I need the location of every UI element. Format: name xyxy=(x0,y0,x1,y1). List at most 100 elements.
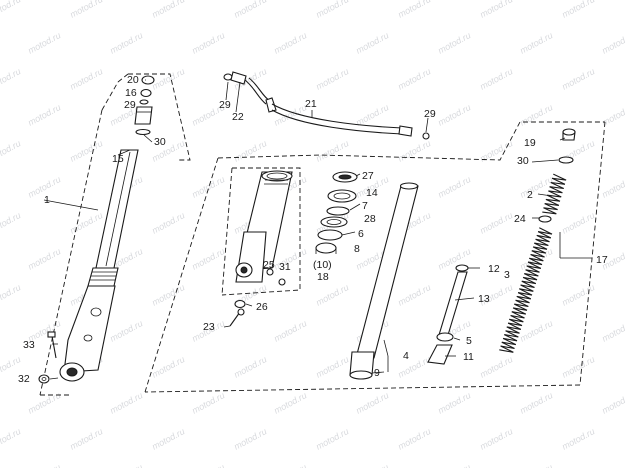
watermark-text: motod.ru xyxy=(26,102,62,128)
label-part-33: 33 xyxy=(23,339,35,351)
spring-coil xyxy=(511,311,525,319)
label-part-6: 6 xyxy=(358,228,364,240)
spring-coil xyxy=(500,345,515,350)
watermark-text: motod.ru xyxy=(560,426,596,452)
watermark-text: motod.ru xyxy=(0,66,22,92)
watermark-text: motod.ru xyxy=(150,426,186,452)
label-part-32: 32 xyxy=(18,373,30,385)
watermark-text: motod.ru xyxy=(0,0,22,20)
label-part-3: 3 xyxy=(504,269,510,281)
watermark-text: motod.ru xyxy=(600,462,625,468)
label-part-29-top: 29 xyxy=(124,99,136,111)
part-labels: 1 15 20 16 29 30 29 22 21 29 19 30 2 24 … xyxy=(18,74,608,385)
spring-coil xyxy=(520,284,534,292)
spring-coil xyxy=(509,318,524,323)
spring-coil xyxy=(536,234,551,239)
fork-leg-assembly xyxy=(38,75,155,384)
spring-coil xyxy=(513,307,528,311)
watermark-text: motod.ru xyxy=(600,30,625,56)
watermark-text: motod.ru xyxy=(436,102,472,128)
spring-coil xyxy=(539,227,553,235)
spring-coil xyxy=(545,198,561,202)
spring-coil xyxy=(512,307,527,315)
label-part-25: 25 xyxy=(263,259,275,271)
watermark-text: motod.ru xyxy=(600,318,625,344)
spring-coil xyxy=(544,203,559,206)
damper-rod xyxy=(427,264,469,365)
watermark-text: motod.ru xyxy=(478,0,514,20)
watermark-text: motod.ru xyxy=(0,282,22,308)
watermark-text: motod.ru xyxy=(150,282,186,308)
label-part-31: 31 xyxy=(279,261,291,273)
watermark-text: motod.ru xyxy=(436,462,472,468)
watermark-text: motod.ru xyxy=(190,462,226,468)
spring-coil xyxy=(546,194,561,202)
label-part-17: 17 xyxy=(596,254,608,266)
spring-coil xyxy=(504,334,518,342)
label-part-22: 22 xyxy=(232,111,244,123)
spring-coil xyxy=(509,318,523,327)
outer-slider-detail xyxy=(229,170,293,327)
spring-coil xyxy=(523,276,538,281)
spring-coil xyxy=(552,177,567,181)
watermark-text: motod.ru xyxy=(190,246,226,272)
watermark-text: motod.ru xyxy=(150,66,186,92)
watermark-text: motod.ru xyxy=(272,318,308,344)
watermark-text: motod.ru xyxy=(68,0,104,20)
label-part-26: 26 xyxy=(256,301,268,313)
spring-coil xyxy=(543,207,558,211)
label-part-23: 23 xyxy=(203,321,215,333)
watermark-text: motod.ru xyxy=(232,354,268,380)
spring-coil xyxy=(535,238,549,246)
spring-coil xyxy=(510,314,525,319)
label-part-28: 28 xyxy=(364,213,376,225)
spring-coil xyxy=(551,177,566,185)
spring-coil xyxy=(549,186,564,190)
seal-stack xyxy=(315,171,358,254)
watermark-text: motod.ru xyxy=(314,0,350,20)
spring-coil xyxy=(501,341,515,349)
watermark-text: motod.ru xyxy=(272,30,308,56)
label-part-8: 8 xyxy=(354,243,360,255)
spring-coil xyxy=(503,337,518,342)
spring-coil xyxy=(544,203,558,211)
label-part-11: 11 xyxy=(463,351,474,363)
watermark-text: motod.ru xyxy=(396,0,432,20)
spring-coil xyxy=(533,246,548,250)
watermark-text: motod.ru xyxy=(272,390,308,416)
label-part-12: 12 xyxy=(488,263,500,275)
watermark-text: motod.ru xyxy=(26,246,62,272)
spring-coil xyxy=(500,345,514,353)
watermark-text: motod.ru xyxy=(396,66,432,92)
spring-coil xyxy=(527,261,542,269)
watermark-text: motod.ru xyxy=(68,138,104,164)
spring-coil xyxy=(516,295,530,304)
label-part-10: (10) xyxy=(313,259,332,271)
watermark-text: motod.ru xyxy=(396,138,432,164)
spring-coil xyxy=(550,181,565,185)
watermark-text: motod.ru xyxy=(560,354,596,380)
spring-coil xyxy=(536,234,550,243)
spring-coil xyxy=(507,322,522,330)
spring-coil xyxy=(542,211,557,215)
spring-coil xyxy=(504,334,519,338)
watermark-text: motod.ru xyxy=(396,426,432,452)
spring-coil xyxy=(534,242,549,247)
spring-coil xyxy=(526,265,540,273)
label-part-4: 4 xyxy=(403,350,409,362)
spring-coil xyxy=(545,198,560,206)
watermark-text: motod.ru xyxy=(150,0,186,20)
watermark-text: motod.ru xyxy=(190,30,226,56)
spring-coil xyxy=(521,280,536,285)
watermark-text: motod.ru xyxy=(560,282,596,308)
watermark-text: motod.ru xyxy=(68,66,104,92)
watermark-text: motod.ru xyxy=(478,354,514,380)
watermark-text: motod.ru xyxy=(0,210,22,236)
spring-coil xyxy=(514,303,528,311)
watermark-text: motod.ru xyxy=(0,426,22,452)
spring-coil xyxy=(524,273,539,277)
spring-coil xyxy=(502,337,517,346)
label-part-18: 18 xyxy=(317,271,329,283)
